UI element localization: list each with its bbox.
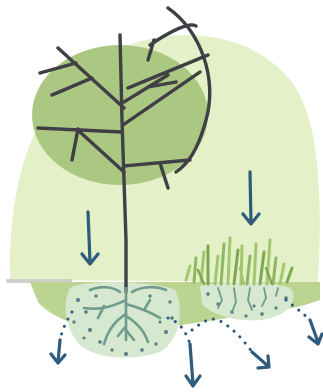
infiltration-arrow-icon bbox=[51, 340, 65, 363]
infiltration-arrow-icon bbox=[309, 320, 322, 344]
tree-root-zone bbox=[66, 282, 180, 357]
infiltration-arrow-icon bbox=[186, 344, 200, 386]
infiltration-arrow-icon bbox=[252, 352, 269, 368]
